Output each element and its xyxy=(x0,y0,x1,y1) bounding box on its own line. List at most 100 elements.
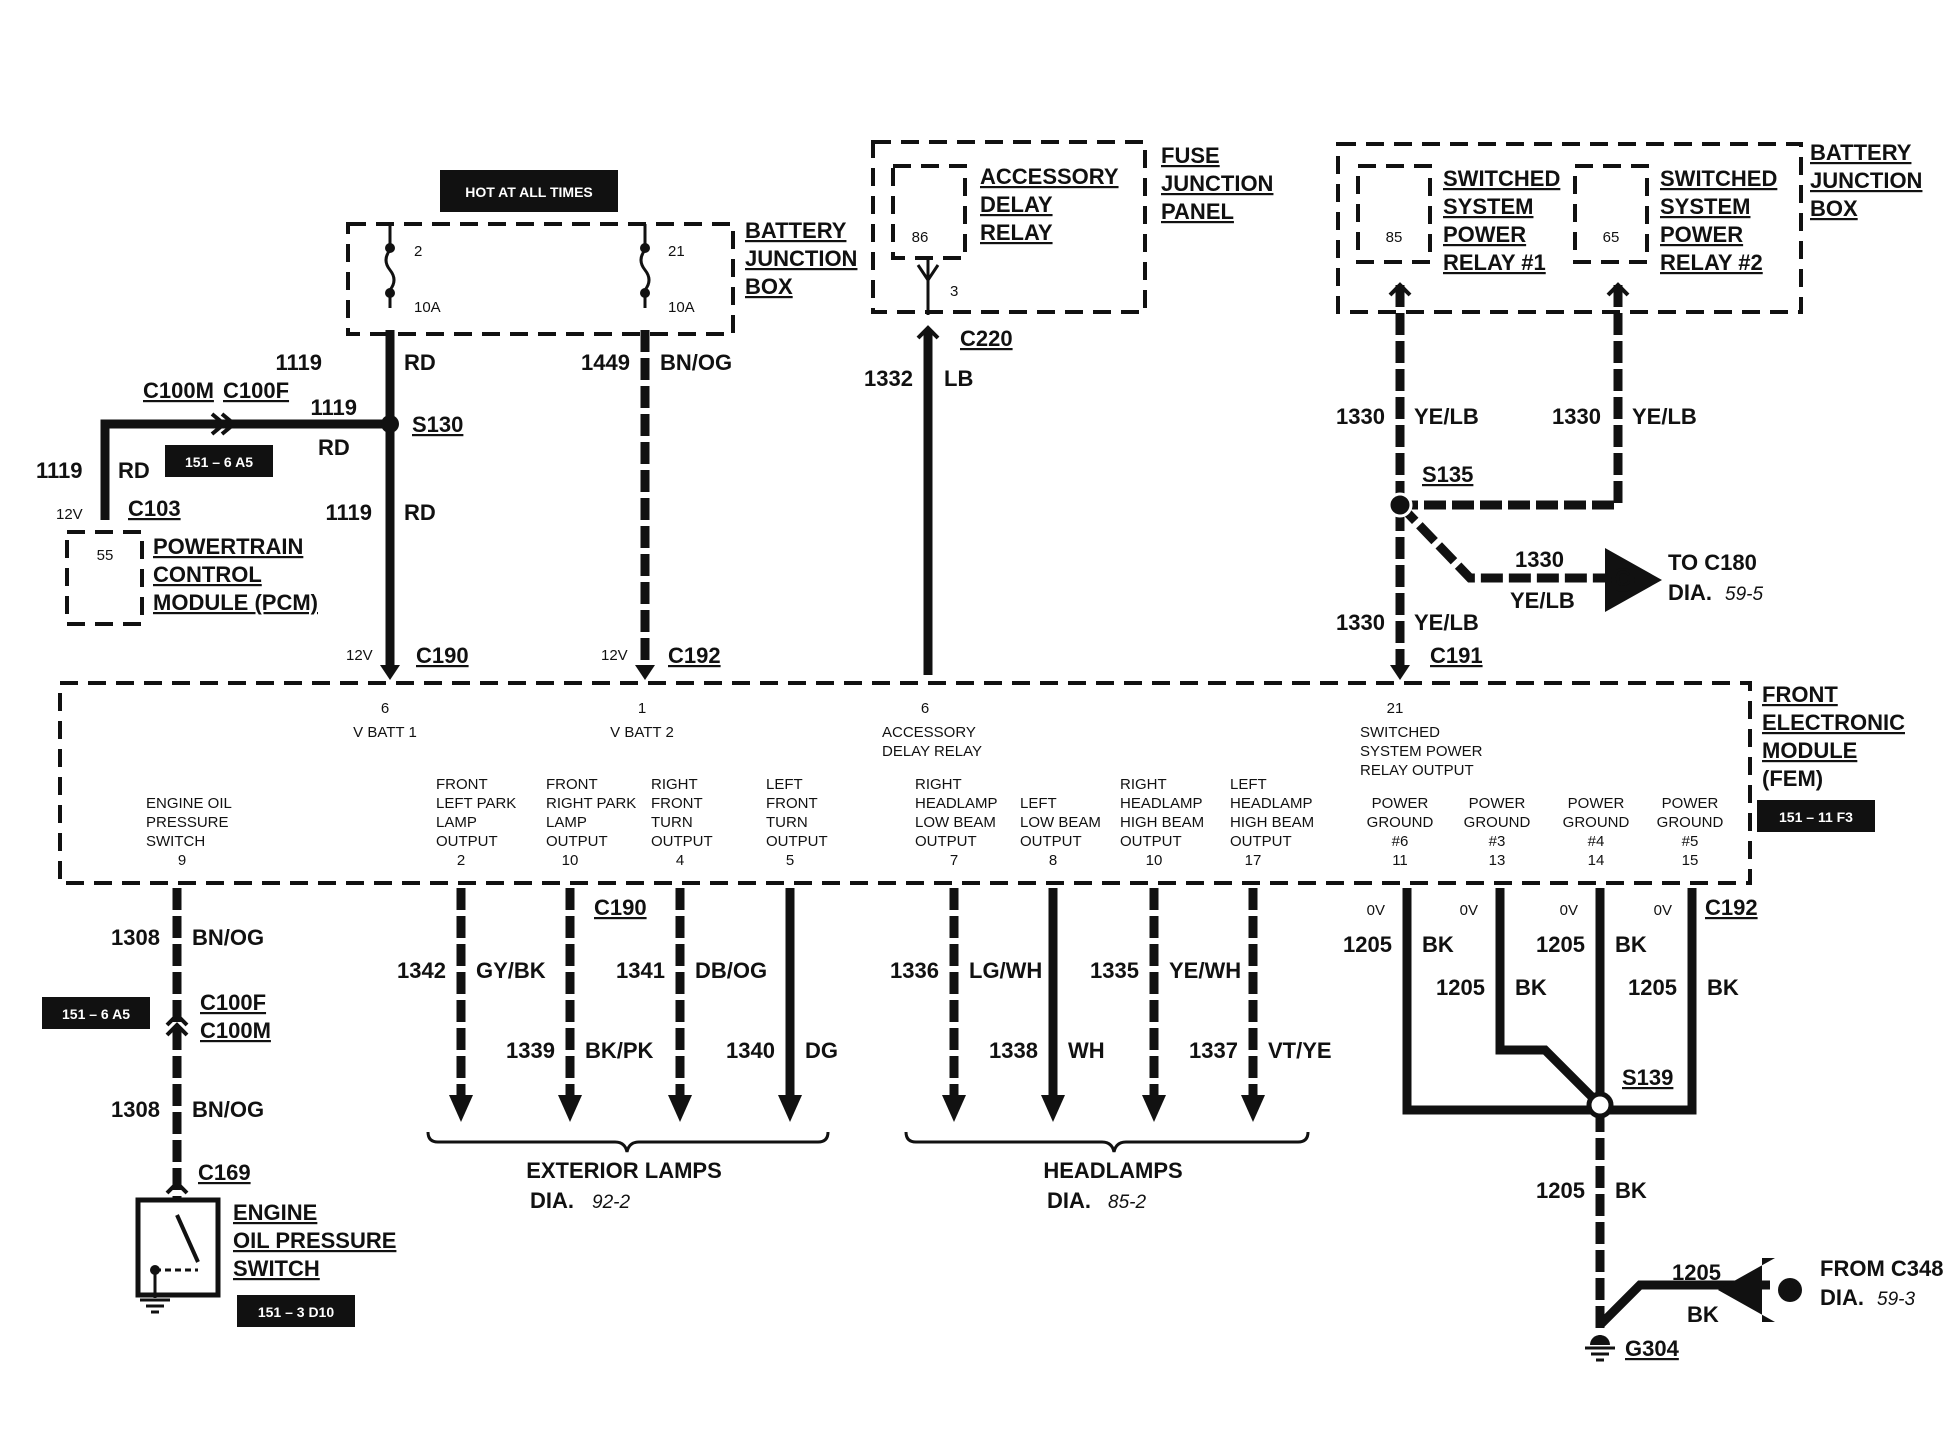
exterior-lamps-dia: DIA. xyxy=(530,1188,574,1213)
fem-bottom-pin-label: POWER xyxy=(1662,795,1719,812)
fuse-b-amp: 10A xyxy=(668,299,695,316)
wire-1332-label: 1332 xyxy=(864,366,913,391)
fem-bottom-pin: 9 xyxy=(178,852,186,869)
wire-rd-label: RD xyxy=(404,350,436,375)
output-wire-label: 1339 xyxy=(506,1038,555,1063)
chevron-c220 xyxy=(916,325,940,340)
accessory-relay-label-line: ACCESSORY xyxy=(980,164,1119,189)
chevron-bjb-r2 xyxy=(1606,282,1630,297)
zero-volt-label: 0V xyxy=(1367,902,1385,919)
fem-bottom-pin: 4 xyxy=(676,852,684,869)
relay1-label-line: RELAY #1 xyxy=(1443,250,1546,275)
fem-top-arrows xyxy=(380,665,1410,680)
circle-a-bg xyxy=(1778,1278,1802,1302)
letter-a: A xyxy=(1782,1276,1798,1301)
splice-s139 xyxy=(1586,1091,1614,1119)
connector-c190-top: C190 xyxy=(416,643,469,668)
output-wire-label: WH xyxy=(1068,1038,1105,1063)
connector-c100m-bottom: C100M xyxy=(200,1018,271,1043)
bjb-left-box xyxy=(346,222,735,336)
exterior-lamps-title: EXTERIOR LAMPS xyxy=(526,1158,722,1183)
connector-c100m: C100M xyxy=(143,378,214,403)
fuse-panel-box xyxy=(871,140,1147,314)
connector-c100f: C100F xyxy=(223,378,289,403)
connector-chevrons xyxy=(165,282,1630,1195)
hot-badge xyxy=(440,170,618,212)
fem-title-line: (FEM) xyxy=(1762,766,1823,791)
bjb-right-title-line: BATTERY xyxy=(1810,140,1912,165)
wire-yelb-label: YE/LB xyxy=(1414,404,1479,429)
fem-bottom-pin-label: POWER xyxy=(1372,795,1429,812)
fem-bottom-pin-label: OUTPUT xyxy=(1120,833,1182,850)
to-c180-dia: DIA. xyxy=(1668,580,1712,605)
arrow-1337 xyxy=(1241,1095,1265,1122)
relay1-box xyxy=(1356,164,1432,264)
fem-bottom-pin-label: #3 xyxy=(1489,833,1506,850)
fuse-dot-b1 xyxy=(640,243,650,253)
connector-c190-bottom: C190 xyxy=(594,895,647,920)
badge-rects xyxy=(42,170,1875,1327)
fuse-panel-title-line: FUSE xyxy=(1161,143,1220,168)
accessory-relay-label-line: DELAY xyxy=(980,192,1053,217)
pcm-volt: 12V xyxy=(56,506,83,523)
accessory-relay-pin-3: 3 xyxy=(950,283,958,300)
fem-top-pin: 1 xyxy=(638,700,646,717)
relay2-label-line: SYSTEM xyxy=(1660,194,1750,219)
fem-bottom-pin-label: TURN xyxy=(766,814,808,831)
from-c348-label: FROM C348 xyxy=(1820,1256,1943,1281)
fem-bottom-pin-label: #6 xyxy=(1392,833,1409,850)
pcm-box xyxy=(65,530,144,626)
fem-bottom-pin-label: SWITCH xyxy=(146,833,205,850)
ground-g304-label: G304 xyxy=(1625,1336,1680,1361)
chevron-c100-a xyxy=(210,412,228,436)
bjb-left-title-line: BATTERY xyxy=(745,218,847,243)
fem-bottom-pin: 10 xyxy=(1146,852,1163,869)
arrow-1339 xyxy=(558,1095,582,1122)
zero-volt-label: 0V xyxy=(1460,902,1478,919)
output-wire-label: 1336 xyxy=(890,958,939,983)
output-wire-label: BK xyxy=(1615,932,1647,957)
fem-bottom-pin-label: OUTPUT xyxy=(546,833,608,850)
output-wire-label: GY/BK xyxy=(476,958,546,983)
arrow-1340 xyxy=(778,1095,802,1122)
bracket-exterior xyxy=(426,1131,830,1153)
wire-1330-label: 1330 xyxy=(1552,404,1601,429)
output-wire-label: 1338 xyxy=(989,1038,1038,1063)
output-wire-label: BK xyxy=(1615,1178,1647,1203)
fem-bottom-pin-label: OUTPUT xyxy=(1020,833,1082,850)
oil-switch-pivot xyxy=(150,1265,160,1275)
output-wire-label: 1205 xyxy=(1536,1178,1585,1203)
wire-1205-from-c348 xyxy=(1596,1280,1770,1329)
fuse-symbol-a xyxy=(384,249,396,291)
fem-bottom-pin-label: HIGH BEAM xyxy=(1230,814,1314,831)
splice-s135 xyxy=(1387,492,1413,518)
output-wire-label: BK xyxy=(1687,1302,1719,1327)
fuse-dots xyxy=(385,243,650,298)
output-wire-label: 1205 xyxy=(1536,932,1585,957)
fuse-a-number: 2 xyxy=(414,243,422,260)
arrow-1335 xyxy=(1142,1095,1166,1122)
output-wire-label: 1308 xyxy=(111,1097,160,1122)
wire-layer xyxy=(100,285,1770,1330)
fem-bottom-pin-label: LAMP xyxy=(436,814,477,831)
wire-1330-label: 1330 xyxy=(1336,404,1385,429)
output-wire-label: 1205 xyxy=(1628,975,1677,1000)
fem-bottom-pin-label: HIGH BEAM xyxy=(1120,814,1204,831)
output-wire-label: 1205 xyxy=(1436,975,1485,1000)
connector-c192-top: C192 xyxy=(668,643,721,668)
relay2-label-line: SWITCHED xyxy=(1660,166,1777,191)
oil-switch-name-line: ENGINE xyxy=(233,1200,317,1225)
fuse-panel-title-line: PANEL xyxy=(1161,199,1234,224)
output-wire-label: LG/WH xyxy=(969,958,1042,983)
accessory-relay-label-line: RELAY xyxy=(980,220,1053,245)
output-wire-label: VT/YE xyxy=(1268,1038,1332,1063)
fem-bottom-pin-label: HEADLAMP xyxy=(1230,795,1313,812)
wire-yelb-label: YE/LB xyxy=(1632,404,1697,429)
relay1-label-line: SYSTEM xyxy=(1443,194,1533,219)
fem-bottom-pin-label: LOW BEAM xyxy=(915,814,996,831)
connector-c220: C220 xyxy=(960,326,1013,351)
ground-g304-cap xyxy=(1590,1335,1610,1345)
bjb-right-box xyxy=(1336,142,1803,314)
c100-top-badge xyxy=(165,445,273,477)
bjb-left-title-line: JUNCTION xyxy=(745,246,857,271)
